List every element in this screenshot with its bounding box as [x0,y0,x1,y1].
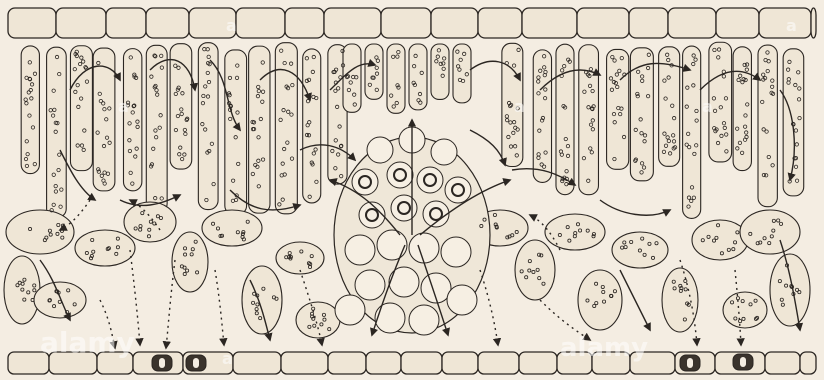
epidermal-cell [668,8,716,38]
spongy-cell [296,302,340,338]
stoma-pore [687,358,693,368]
vein-cell [352,169,378,195]
spongy-cell [545,214,605,250]
vein-cell [409,305,439,335]
spongy-cell [172,232,208,292]
epidermal-cell [442,352,478,374]
palisade-cell [303,49,321,203]
epidermal-cell [236,8,285,38]
epidermal-cell [56,8,106,38]
vein-cell [409,233,439,263]
epidermal-cell [765,352,800,374]
palisade-cell [21,46,39,174]
palisade-cell [409,44,427,110]
epidermal-cell [716,8,759,38]
stoma-pore [740,357,746,367]
vein-cell [447,285,477,315]
epidermal-cell [285,8,324,38]
vein-cell [441,237,471,267]
spongy-cell [75,230,135,266]
epidermal-cell [478,8,522,38]
palisade-cell [123,49,141,191]
stoma-pore [193,358,199,368]
watermark-letter: a [702,97,713,116]
vein-cell [335,295,365,325]
epidermal-cell [431,8,478,38]
spongy-cell [770,254,810,326]
epidermal-cell [8,8,56,38]
epidermal-cell [629,8,668,38]
watermark-letter: a [118,97,129,116]
watermark-letter: a [226,16,237,35]
epidermal-cell [366,352,401,374]
spongy-cell [723,292,767,328]
spongy-cell [4,256,40,324]
palisade-cell [365,44,383,99]
vein-cell [345,235,375,265]
palisade-cell [431,44,449,99]
palisade-cell [683,46,701,218]
spongy-cell [124,202,176,242]
spongy-cell [662,268,698,332]
palisade-cell [225,50,247,215]
watermark-letter: a [222,349,233,368]
watermark-letter: a [514,97,525,116]
stoma-pore [159,358,165,368]
upper-epidermis [8,8,816,38]
vein-cell [367,137,393,163]
vein-cell [355,270,385,300]
vein-cell [423,201,449,227]
spongy-cell [276,242,324,274]
epidermal-cell [478,352,519,374]
vein-cell [377,230,407,260]
vein-cell [387,162,413,188]
vein-cell [359,202,385,228]
epidermal-cell [324,8,381,38]
epidermal-cell [106,8,146,38]
spongy-cell [612,232,668,268]
epidermal-cell [281,352,328,374]
vein-cell [375,303,405,333]
vein-cell [391,195,417,221]
epidermal-cell [519,352,557,374]
palisade-cell [579,45,599,195]
watermark-text: alamy [40,326,135,359]
epidermal-cell [381,8,431,38]
spongy-cell [692,220,748,260]
epidermal-cell [811,8,816,38]
epidermal-cell [577,8,629,38]
epidermal-cell [146,8,189,38]
watermark-letter: a [786,16,797,35]
vein-cell [445,177,471,203]
epidermal-cell [401,352,442,374]
epidermal-cell [233,352,281,374]
epidermal-cell [800,352,816,374]
watermark-text: alamy [560,333,648,363]
spongy-cell [202,210,262,246]
palisade-cell [387,44,405,113]
spongy-cell [740,210,800,254]
spongy-cell [578,270,622,330]
vein-cell [417,167,443,193]
spongy-cell [6,210,74,254]
epidermal-cell [328,352,366,374]
palisade-cell [47,47,67,218]
palisade-cell [275,43,297,214]
vein-cell [431,139,457,165]
epidermal-cell [522,8,577,38]
epidermal-cell [759,8,811,38]
